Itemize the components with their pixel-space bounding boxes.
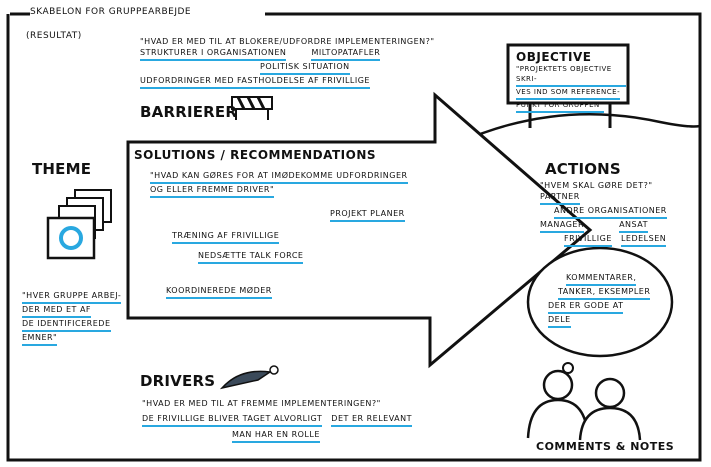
barriers-item: MILTOPATAFLER [311, 47, 381, 61]
thought-bubble-icon [526, 246, 674, 384]
page-subtitle: (RESULTAT) [26, 31, 82, 41]
objective-heading: OBJECTIVE [516, 50, 592, 64]
billboard-icon [506, 43, 630, 128]
barriers-item: UDFORDRINGER MED FASTHOLDELSE AF FRIVILL… [140, 75, 370, 89]
superhero-icon [219, 365, 279, 390]
page-title: SKABELON FOR GRUPPEARBEJDE [30, 7, 192, 17]
comments-heading: COMMENTS & NOTES [536, 440, 675, 453]
solutions-heading: SOLUTIONS / RECOMMENDATIONS [134, 148, 377, 162]
theme-heading: THEME [32, 160, 92, 178]
drivers-block: "HVAD ER MED TIL AT FREMME IMPLEMENTERIN… [142, 398, 502, 443]
barriers-heading: BARRIERER [140, 103, 238, 121]
solutions-item: NEDSÆTTE TALK FORCE [198, 250, 304, 264]
solutions-item: KOORDINEREDE MØDER [166, 285, 272, 299]
theme-block: "HVER GRUPPE ARBEJ- DER MED ET AF DE IDE… [22, 290, 132, 346]
solutions-item: TRÆNING AF FRIVILLIGE [172, 230, 280, 244]
barriers-item: STRUKTURER I ORGANISATIONEN [140, 47, 287, 61]
hill-line [464, 112, 701, 142]
objective-block: OBJECTIVE "PROJEKTETS OBJECTIVE SKRI- VE… [516, 50, 626, 113]
barrier-icon [231, 96, 273, 120]
solutions-question: "HVAD KAN GØRES FOR AT IMØDEKOMME UDFORD… [150, 170, 450, 198]
cards-icon [46, 189, 112, 260]
barriers-item: POLITISK SITUATION [260, 61, 350, 75]
cycle-icon [59, 226, 83, 250]
actions-block: "HVEM SKAL GØRE DET?" PARTNER ANDRE ORGA… [540, 180, 700, 247]
people-icon [526, 369, 642, 441]
actions-heading: ACTIONS [545, 160, 621, 178]
barriers-block: "HVAD ER MED TIL AT BLOKERE/UDFORDRE IMP… [140, 36, 460, 89]
drivers-heading: DRIVERS [140, 372, 216, 390]
frame-border [6, 12, 702, 462]
comments-block: KOMMENTARER, TANKER, EKSEMPLER DER ER GO… [548, 272, 658, 328]
barriers-question: "HVAD ER MED TIL AT BLOKERE/UDFORDRE IMP… [140, 37, 435, 46]
solutions-item: PROJEKT PLANER [330, 208, 405, 222]
